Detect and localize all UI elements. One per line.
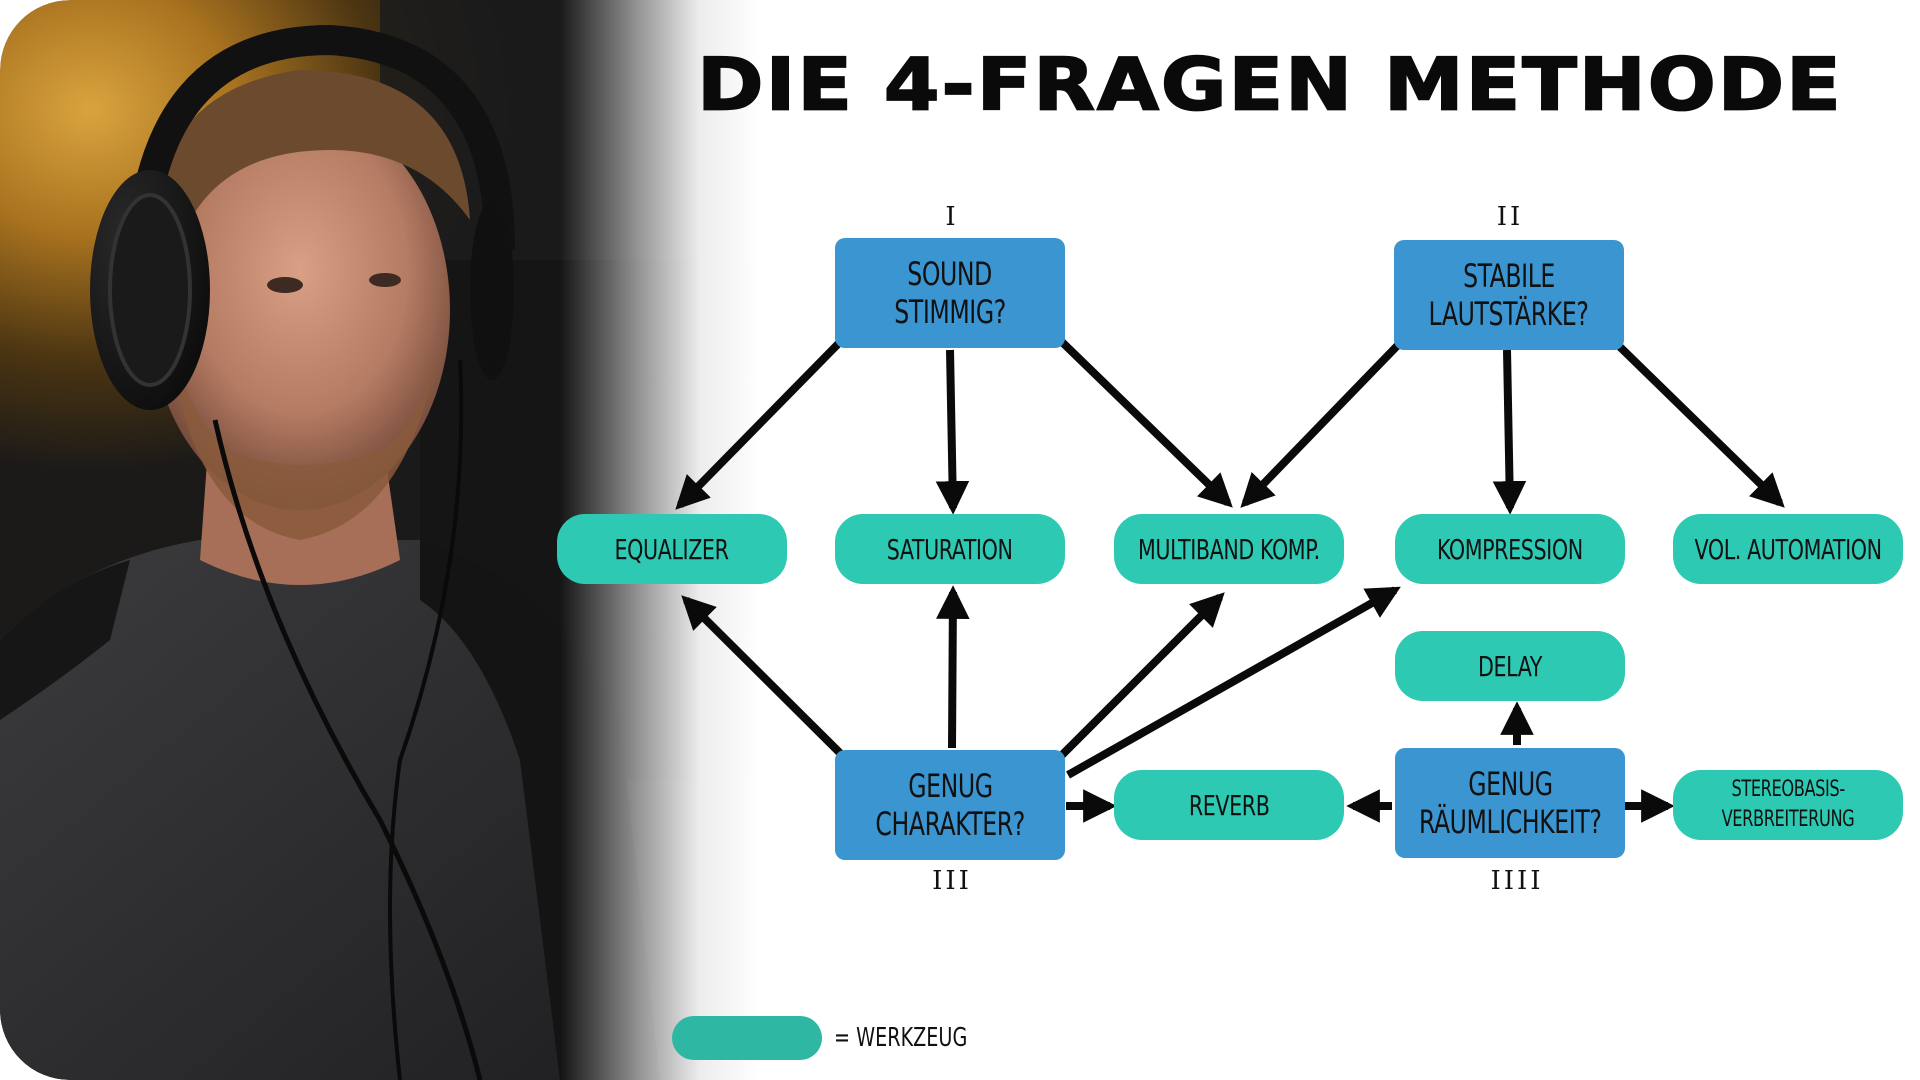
arrow-q1-saturation	[935, 349, 970, 515]
arrow-q3-saturation	[936, 585, 970, 749]
page-title: DIE 4-FRAGEN METHODE	[696, 42, 1843, 127]
tool-box-stereobasis: STEREOBASIS- VERBREITERUNG	[1673, 770, 1903, 840]
question-box-stabile-lautstaerke: STABILE LAUTSTÄRKE?	[1394, 240, 1624, 350]
tool-box-saturation: SATURATION	[835, 514, 1065, 584]
tool-label-delay: DELAY	[1478, 649, 1542, 683]
question-2-line2: LAUTSTÄRKE?	[1429, 295, 1589, 333]
question-box-genug-raeumlichkeit: GENUG RÄUMLICHKEIT?	[1395, 748, 1625, 858]
question-2-numeral: II	[1496, 202, 1524, 232]
question-4-numeral: IIII	[1490, 866, 1544, 896]
question-box-genug-charakter: GENUG CHARAKTER?	[835, 750, 1065, 860]
question-1-numeral: I	[945, 202, 959, 232]
legend-label: = WERKZEUG	[834, 1016, 997, 1060]
question-3-line1: GENUG	[907, 767, 993, 805]
legend-tool-swatch	[672, 1016, 822, 1060]
arrow-q3-multiband	[1059, 592, 1225, 758]
question-4-line1: GENUG	[1467, 765, 1553, 803]
tool-label-vol-automation: VOL. AUTOMATION	[1694, 532, 1882, 566]
tool-box-delay: DELAY	[1395, 631, 1625, 701]
tool-label-multiband: MULTIBAND KOMP.	[1138, 532, 1320, 566]
question-1-line1: SOUND	[907, 255, 993, 293]
question-2-line1: STABILE	[1463, 257, 1555, 295]
tool-label-stereo-line1: STEREOBASIS-	[1731, 777, 1845, 802]
tool-label-equalizer: EQUALIZER	[614, 532, 730, 566]
tool-box-reverb: REVERB	[1114, 770, 1344, 840]
tool-label-stereo-line2: VERBREITERUNG	[1721, 807, 1855, 832]
tool-box-equalizer: EQUALIZER	[557, 514, 787, 584]
legend-label-text: = WERKZEUG	[834, 1023, 968, 1053]
tool-label-kompression: KOMPRESSION	[1437, 532, 1583, 566]
tool-label-reverb: REVERB	[1188, 788, 1270, 822]
arrow-q1-multiband	[1059, 339, 1233, 508]
question-box-sound-stimmig: SOUND STIMMIG?	[835, 238, 1065, 348]
question-3-numeral: III	[932, 866, 972, 896]
tool-box-vol-automation: VOL. AUTOMATION	[1673, 514, 1903, 584]
question-3-line2: CHARAKTER?	[875, 805, 1025, 843]
question-4-line2: RÄUMLICHKEIT?	[1418, 803, 1602, 841]
tool-box-kompression: KOMPRESSION	[1395, 514, 1625, 584]
question-1-line2: STIMMIG?	[894, 293, 1006, 331]
tool-label-saturation: SATURATION	[887, 532, 1013, 566]
tool-box-multiband: MULTIBAND KOMP.	[1114, 514, 1344, 584]
